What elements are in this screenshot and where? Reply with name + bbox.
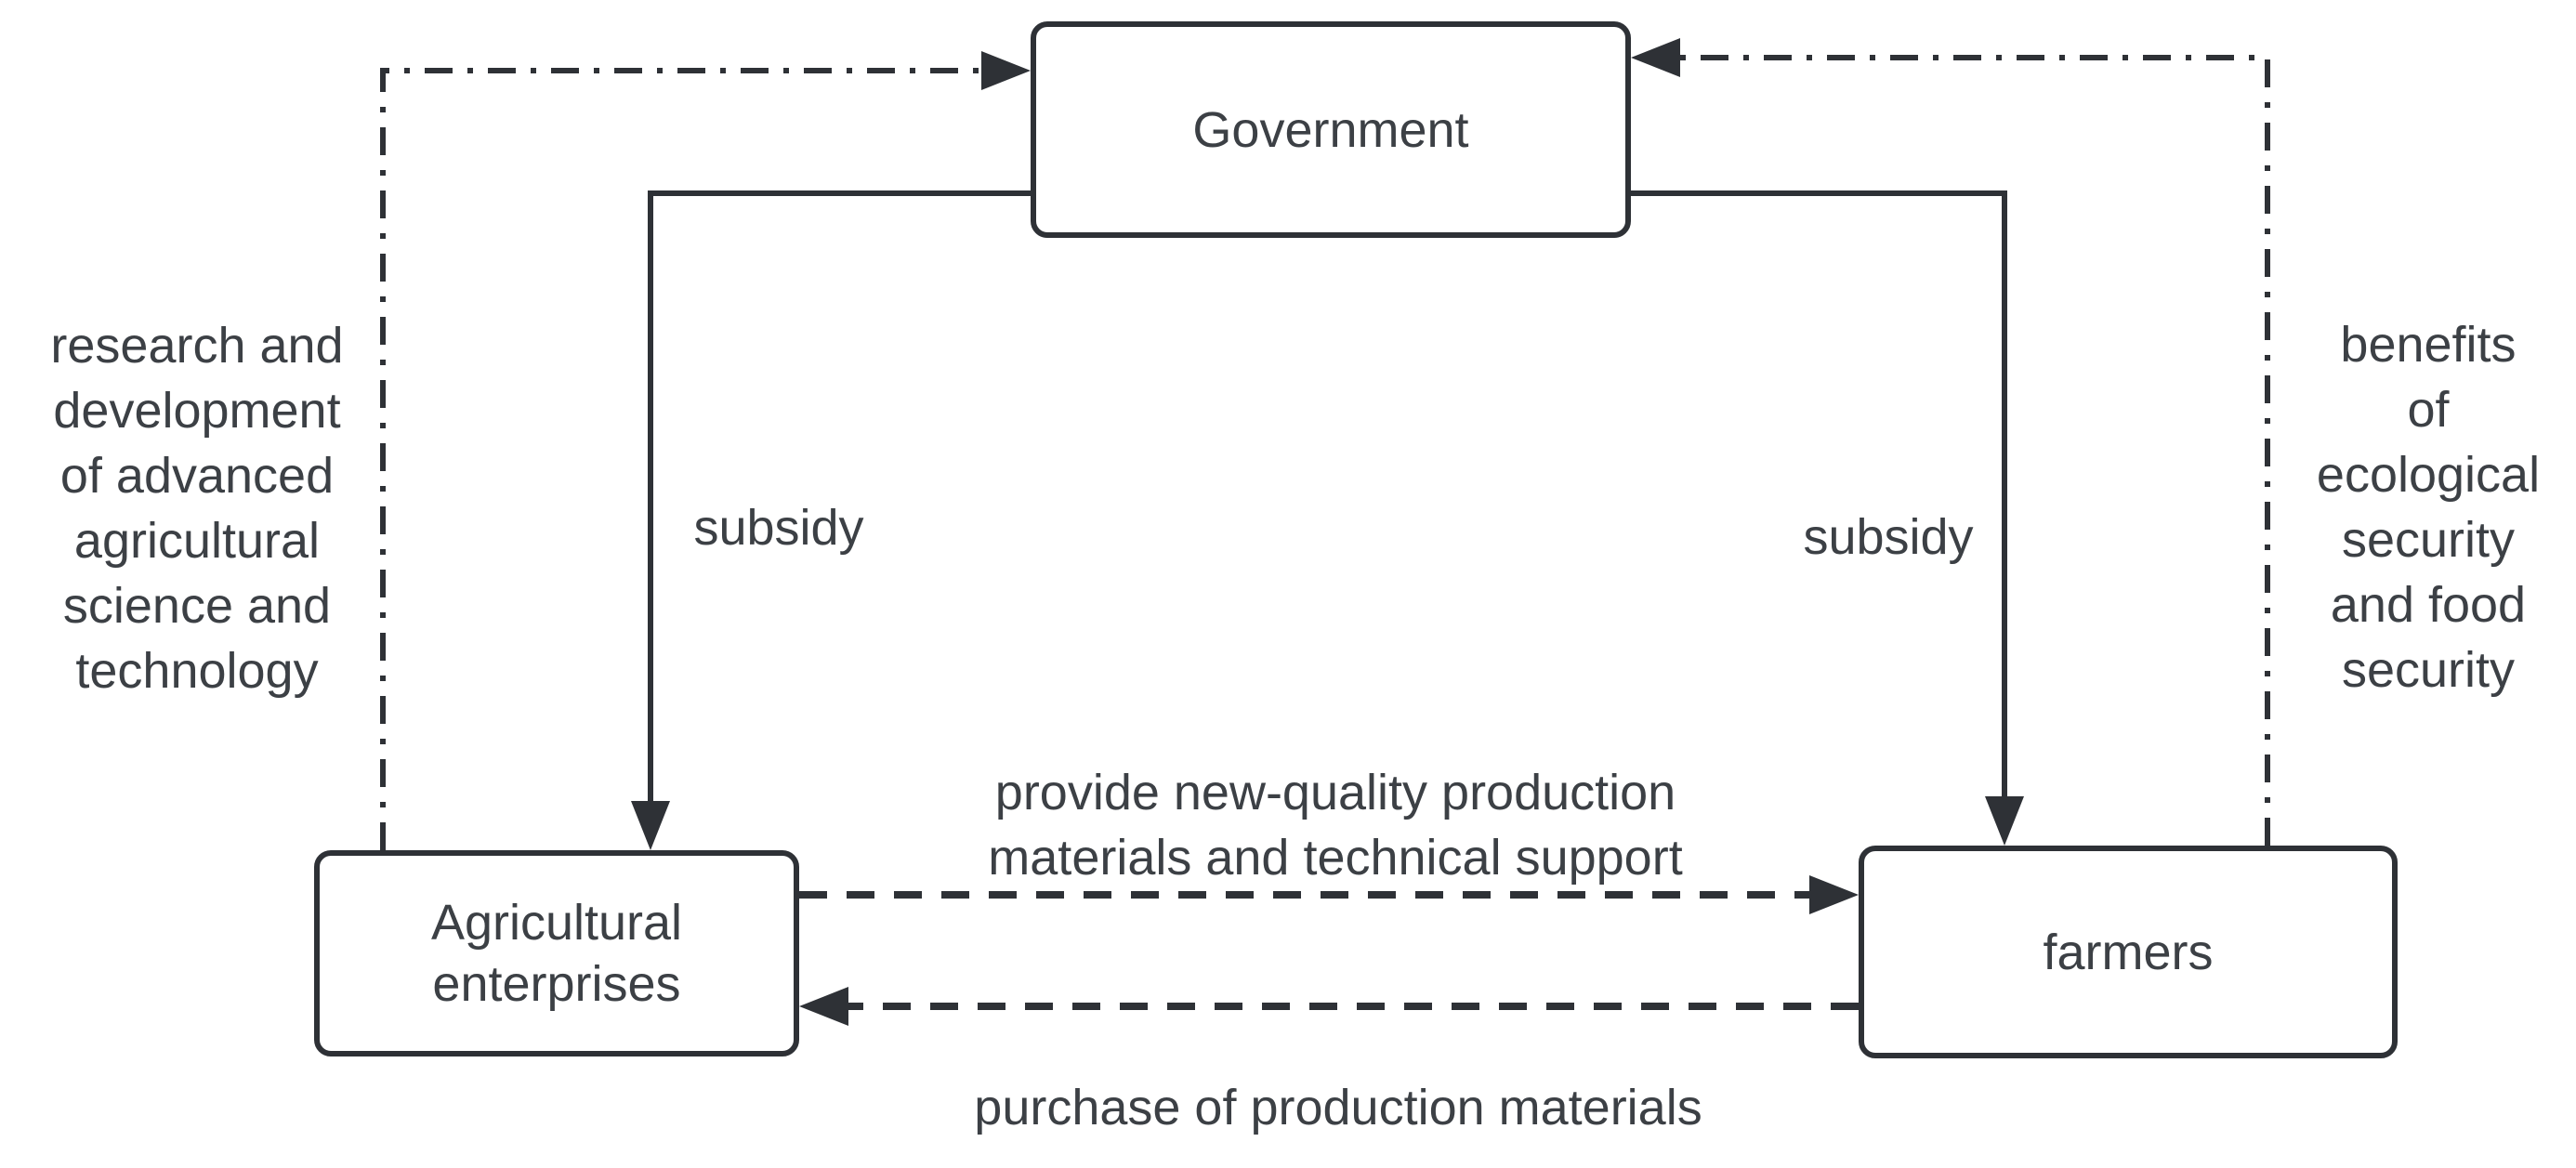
edge-subsidy-to-farmers-arrowhead <box>1985 796 2024 846</box>
edge-subsidy-to-enterprises-line <box>648 190 1031 805</box>
edge-provide-support-arrowhead <box>1809 875 1859 914</box>
edge-subsidy-to-enterprises <box>631 190 1031 850</box>
node-agricultural-enterprises-label: Agricultural enterprises <box>430 895 683 1012</box>
edge-label-subsidy-farmers: subsidy <box>1803 509 1974 565</box>
edge-security-benefits <box>1631 38 2270 846</box>
edge-subsidy-to-farmers <box>1631 190 2024 846</box>
edge-provide-support <box>799 875 1859 914</box>
edge-purchase-materials <box>799 987 1859 1026</box>
edge-label-purchase-materials: purchase of production materials <box>974 1080 1702 1135</box>
edge-label-subsidy-enterprises: subsidy <box>693 500 864 556</box>
node-government-label: Government <box>1192 101 1469 158</box>
edge-subsidy-to-enterprises-arrowhead <box>631 801 670 850</box>
node-government: Government <box>1031 21 1631 238</box>
edge-label-provide-support: provide new-quality production materials… <box>988 765 1683 886</box>
edge-subsidy-to-farmers-line <box>1631 190 2007 800</box>
node-farmers-label: farmers <box>2043 924 2214 980</box>
node-agricultural-enterprises: Agricultural enterprises <box>314 850 799 1056</box>
edge-research-development-arrowhead <box>981 51 1031 90</box>
edge-purchase-materials-arrowhead <box>799 987 848 1026</box>
node-farmers: farmers <box>1859 846 2398 1058</box>
edge-label-security-benefits: benefits of ecological security and food… <box>2316 317 2541 698</box>
edge-security-benefits-line <box>1676 55 2270 846</box>
edge-label-research-development: research and development of advanced agr… <box>50 318 344 699</box>
edge-security-benefits-arrowhead <box>1631 38 1680 77</box>
edge-research-development <box>380 51 1031 850</box>
edge-research-development-line <box>380 68 985 850</box>
